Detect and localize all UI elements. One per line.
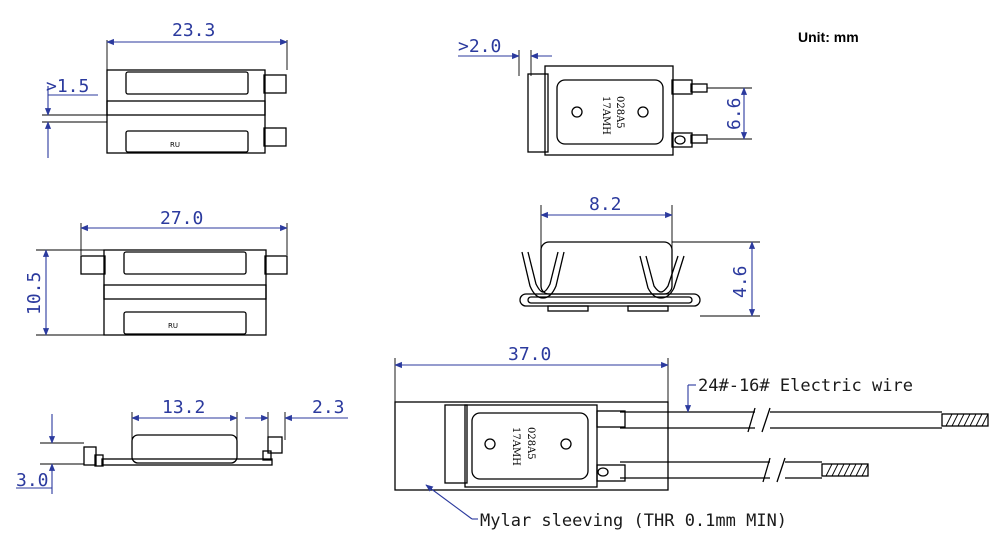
sleeving-callout: Mylar sleeving (THR 0.1mm MIN) xyxy=(480,511,787,531)
clip-view: 8.2 4.6 xyxy=(519,194,760,317)
dim-label-tab-offset: >2.0 xyxy=(458,36,501,57)
sleeved-marking-line1: 17AMH xyxy=(510,427,521,466)
dim-label-height: 10.5 xyxy=(24,272,45,315)
sleeved-assembly-view: 37.0 17AMH 028A5 24#-16# Electric wire M… xyxy=(394,344,989,531)
wire-lower xyxy=(620,461,770,479)
wire-callout: 24#-16# Electric wire xyxy=(698,376,913,396)
sleeved-marking-line2: 028A5 xyxy=(525,427,536,460)
part-marking-line2: 028A5 xyxy=(614,96,625,129)
top-view-upper: 23.3 RU >1.5 xyxy=(42,20,288,158)
wire-upper xyxy=(620,411,755,429)
cert-mark-lower: RU xyxy=(168,322,178,330)
body-terminal-view: >2.0 17AMH 028A5 6.6 xyxy=(458,36,752,156)
dim-label-tab: 2.3 xyxy=(312,397,345,418)
unit-label: Unit: mm xyxy=(798,29,859,45)
dim-label-clip-width: 8.2 xyxy=(589,194,622,215)
dim-label-terminal-pitch: 6.6 xyxy=(724,97,745,130)
top-view-lower: 27.0 RU 10.5 xyxy=(24,208,288,336)
dim-label-clip-height: 4.6 xyxy=(730,265,751,298)
dim-label-top-width-2: 27.0 xyxy=(160,208,203,229)
cert-mark-upper: RU xyxy=(170,141,180,149)
dim-label-body-width: 13.2 xyxy=(162,397,205,418)
dim-label-profile-height: 3.0 xyxy=(16,470,49,491)
dim-label-offset: >1.5 xyxy=(46,76,89,97)
dim-label-sleeved-length: 37.0 xyxy=(508,344,551,365)
dim-label-top-width: 23.3 xyxy=(172,20,215,41)
part-marking-line1: 17AMH xyxy=(600,96,611,135)
side-profile-view: 13.2 2.3 3.0 xyxy=(16,397,348,494)
